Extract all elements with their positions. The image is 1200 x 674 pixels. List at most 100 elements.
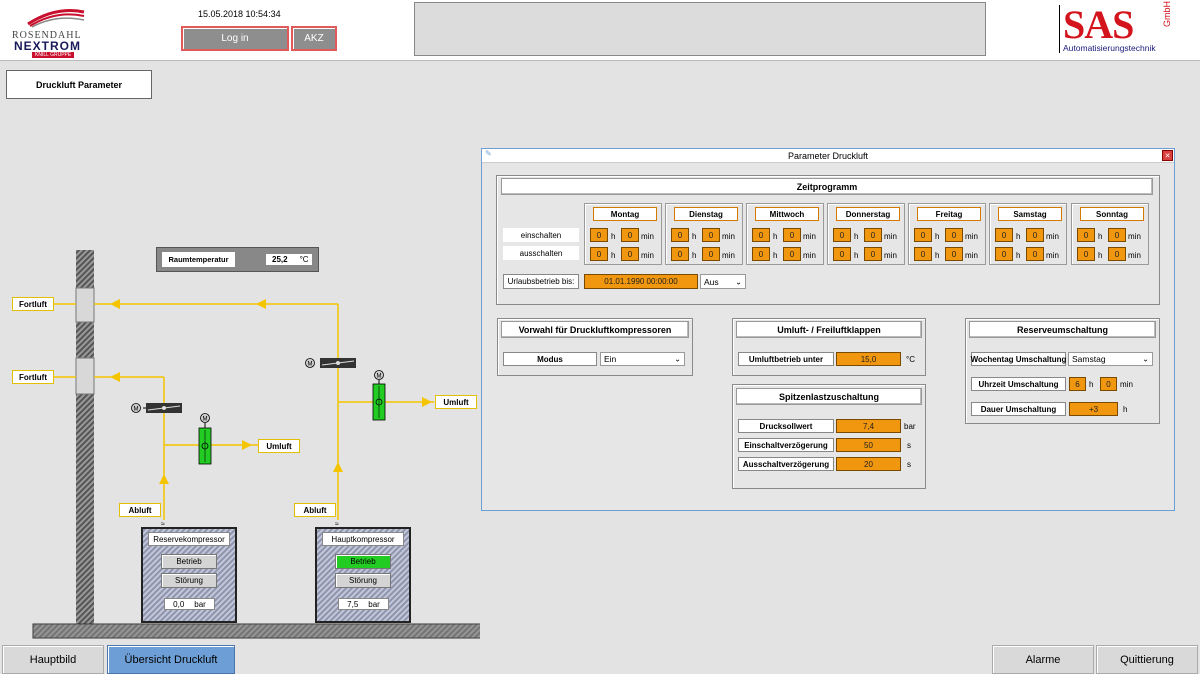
minutes-unit: min: [641, 251, 654, 260]
wochentag-select[interactable]: Samstag ⌄: [1068, 352, 1153, 366]
day-on-minutes-input[interactable]: 0: [1108, 228, 1126, 242]
drucksollwert-input[interactable]: 7,4: [836, 419, 901, 433]
main-compressor-title: Hauptkompressor: [322, 532, 404, 546]
uhrzeit-minutes-input[interactable]: 0: [1100, 377, 1117, 391]
druckluft-parameter-button[interactable]: Druckluft Parameter: [6, 70, 152, 99]
alarme-button[interactable]: Alarme: [992, 645, 1094, 674]
minutes-unit: min: [965, 251, 978, 260]
hours-unit: h: [773, 232, 778, 241]
chevron-down-icon: ⌄: [674, 354, 681, 364]
day-on-hours-input[interactable]: 0: [671, 228, 689, 242]
message-area: [414, 2, 986, 56]
day-on-hours-input[interactable]: 0: [752, 228, 770, 242]
spitzenlast-title: Spitzenlastzuschaltung: [736, 388, 922, 405]
ausschaltverzoegerung-label: Ausschaltverzögerung: [738, 457, 834, 471]
umluftbetrieb-input[interactable]: 15,0: [836, 352, 901, 366]
urlaubsbetrieb-mode-value: Aus: [704, 276, 719, 287]
drucksollwert-unit: bar: [904, 422, 916, 431]
day-name: Donnerstag: [836, 207, 900, 221]
day-off-minutes-input[interactable]: 0: [702, 247, 720, 261]
modus-select[interactable]: Ein ⌄: [600, 352, 685, 366]
rosendahl-logo: ROSENDAHL NEXTROM KNILL GRUPPE: [12, 6, 104, 58]
urlaubsbetrieb-mode-select[interactable]: Aus ⌄: [700, 274, 746, 289]
main-pressure-value: 7,5: [347, 599, 359, 609]
tab-uebersicht-druckluft[interactable]: Übersicht Druckluft: [107, 645, 235, 674]
day-off-minutes-input[interactable]: 0: [1026, 247, 1044, 261]
day-on-hours-input[interactable]: 0: [833, 228, 851, 242]
tab-hauptbild[interactable]: Hauptbild: [2, 645, 104, 674]
day-on-hours-input[interactable]: 0: [1077, 228, 1095, 242]
reserve-stoerung-indicator: Störung: [161, 573, 217, 588]
urlaubsbetrieb-label: Urlaubsbetrieb bis:: [503, 274, 579, 289]
quittierung-button[interactable]: Quittierung: [1096, 645, 1198, 674]
einschaltverzoegerung-unit: s: [907, 441, 911, 450]
day-off-hours-input[interactable]: 0: [671, 247, 689, 261]
fortluft-label-upper: Fortluft: [12, 297, 54, 311]
day-on-minutes-input[interactable]: 0: [1026, 228, 1044, 242]
hours-unit: h: [935, 251, 940, 260]
login-button[interactable]: Log in: [181, 26, 289, 51]
day-off-hours-input[interactable]: 0: [590, 247, 608, 261]
day-on-minutes-input[interactable]: 0: [702, 228, 720, 242]
raumtemperatur-value: 25,2 °C: [265, 253, 313, 266]
day-off-hours-input[interactable]: 0: [1077, 247, 1095, 261]
day-off-hours-input[interactable]: 0: [752, 247, 770, 261]
ausschaltverzoegerung-input[interactable]: 20: [836, 457, 901, 471]
day-on-minutes-input[interactable]: 0: [945, 228, 963, 242]
flow-diagram: M M M M ≈ ≈: [32, 250, 480, 639]
dialog-title: Parameter Druckluft: [787, 151, 869, 161]
dauer-input[interactable]: +3: [1069, 402, 1118, 416]
einschalten-label: einschalten: [503, 228, 579, 242]
day-off-hours-input[interactable]: 0: [914, 247, 932, 261]
day-off-minutes-input[interactable]: 0: [864, 247, 882, 261]
uhrzeit-hours-input[interactable]: 6: [1069, 377, 1086, 391]
day-on-minutes-input[interactable]: 0: [864, 228, 882, 242]
minutes-unit: min: [722, 251, 735, 260]
reserve-pressure-display: 0,0 bar: [164, 598, 215, 610]
einschaltverzoegerung-input[interactable]: 50: [836, 438, 901, 452]
dialog-titlebar[interactable]: ✎ Parameter Druckluft ✕: [482, 149, 1174, 163]
day-off-minutes-input[interactable]: 0: [1108, 247, 1126, 261]
day-on-hours-input[interactable]: 0: [995, 228, 1013, 242]
logo-line2: NEXTROM: [14, 39, 81, 53]
damper-left[interactable]: M: [131, 403, 183, 413]
svg-text:≈: ≈: [335, 521, 339, 528]
day-on-hours-input[interactable]: 0: [914, 228, 932, 242]
fan-left[interactable]: M: [198, 413, 212, 465]
dialog-close-button[interactable]: ✕: [1162, 150, 1173, 161]
hours-unit: h: [611, 251, 616, 260]
day-on-minutes-input[interactable]: 0: [621, 228, 639, 242]
main-betrieb-indicator: Betrieb: [335, 554, 391, 569]
wochentag-value: Samstag: [1072, 354, 1106, 364]
umluft-label-right: Umluft: [435, 395, 477, 409]
day-on-hours-input[interactable]: 0: [590, 228, 608, 242]
logo-line3: KNILL GRUPPE: [32, 52, 75, 58]
akz-button[interactable]: AKZ: [291, 26, 337, 51]
damper-right[interactable]: M: [305, 358, 357, 368]
svg-text:M: M: [308, 362, 313, 368]
day-off-hours-input[interactable]: 0: [995, 247, 1013, 261]
fan-right[interactable]: M: [372, 370, 386, 421]
reserve-pressure-unit: bar: [194, 599, 206, 609]
chevron-down-icon: ⌄: [735, 277, 742, 286]
day-off-hours-input[interactable]: 0: [833, 247, 851, 261]
day-off-minutes-input[interactable]: 0: [621, 247, 639, 261]
wochentag-label: Wochentag Umschaltung: [971, 352, 1066, 366]
svg-text:≈: ≈: [161, 521, 165, 528]
umluft-label-left: Umluft: [258, 439, 300, 453]
hours-unit: h: [1098, 251, 1103, 260]
main-stoerung-indicator: Störung: [335, 573, 391, 588]
day-off-minutes-input[interactable]: 0: [783, 247, 801, 261]
day-name: Freitag: [917, 207, 981, 221]
urlaubsbetrieb-date-input[interactable]: 01.01.1990 00:00:00: [584, 274, 698, 289]
minutes-unit: min: [1046, 232, 1059, 241]
day-off-minutes-input[interactable]: 0: [945, 247, 963, 261]
dauer-unit: h: [1123, 405, 1128, 414]
drucksollwert-label: Drucksollwert: [738, 419, 834, 433]
sas-logo-text: SAS: [1063, 2, 1134, 47]
sas-gmbh-text: GmbH: [1162, 0, 1172, 27]
day-on-minutes-input[interactable]: 0: [783, 228, 801, 242]
